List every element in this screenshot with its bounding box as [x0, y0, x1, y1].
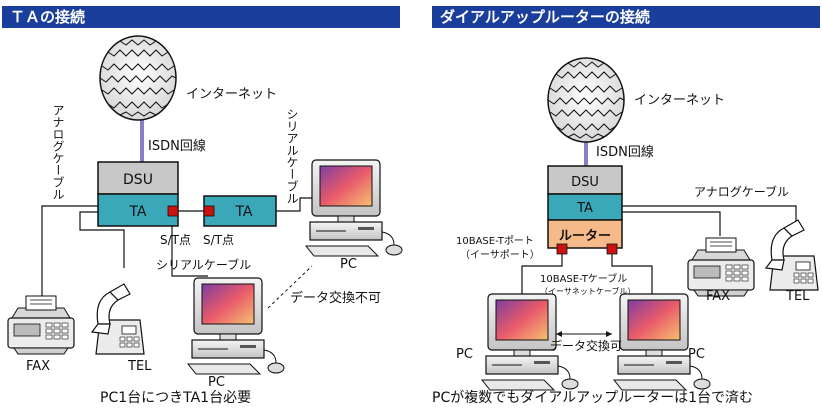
right-panel-title: ダイアルアップルーターの接続: [432, 6, 820, 28]
analog-cable-fax: [41, 205, 98, 298]
right-diagram: インターネット ISDN回線 DSU TA ルーター アナログケーブル 10BA…: [432, 57, 819, 406]
telephone-icon-left: [91, 283, 145, 355]
exchange-ok-label: データ交換可: [550, 338, 622, 353]
pc-bottom-label: PC: [208, 375, 225, 390]
fax-label-right: FAX: [706, 289, 730, 304]
st-port-1: [167, 205, 179, 217]
ta-box-right: [547, 193, 623, 221]
right-caption: PCが複数でもダイアルアップルーターは1台で済む: [432, 389, 753, 406]
st-point-label-2: S/T点: [203, 233, 234, 247]
dsu-box: [97, 161, 179, 195]
internet-label: インターネット: [186, 87, 277, 102]
ta-box-main: [97, 193, 179, 227]
internet-label-right: インターネット: [634, 93, 725, 108]
router-box: [547, 219, 623, 249]
exchange-arrow-left-head: [556, 331, 562, 337]
analog-cable-vertical-label: アナログケーブル: [51, 104, 65, 200]
pc-left-label-right-panel: PC: [456, 347, 473, 362]
router-label: ルーター: [559, 229, 611, 244]
fax-icon-right: [687, 237, 755, 297]
isdn-label-right: ISDN回線: [596, 144, 654, 160]
serial-cable-vertical-label: シリアルケーブル: [285, 108, 299, 204]
fax-label-left: FAX: [26, 359, 50, 374]
dsu-label: DSU: [123, 172, 153, 188]
analog-cable-label-right: アナログケーブル: [694, 184, 789, 199]
port-label-line2: （イーサポート）: [460, 249, 540, 261]
serial-cable-right: [276, 197, 312, 212]
left-panel-title: ＴＡの接続: [2, 6, 400, 28]
pc-right-icon-right-panel: [613, 293, 711, 391]
tel-label-left: TEL: [127, 359, 152, 374]
cable-label-line1: 10BASE-Tケーブル: [540, 272, 627, 285]
ta-label-second: TA: [234, 204, 252, 220]
no-exchange-label: データ交換不可: [290, 290, 381, 306]
pc-right-label: PC: [340, 257, 357, 272]
analog-cable-tel: [79, 211, 125, 268]
lan-cable-2: [611, 250, 653, 296]
lan-cable-1: [521, 250, 563, 296]
dsu-box-right: [547, 165, 623, 195]
left-diagram: インターネット ISDN回線 DSU TA TA S/T点 S/T点 シリアルケ…: [7, 35, 403, 406]
st-port-2: [203, 205, 215, 217]
no-exchange-line: [267, 265, 313, 309]
ethernet-port-2: [606, 243, 618, 255]
serial-cable-h-label: シリアルケーブル: [156, 257, 251, 272]
left-caption: PC1台につきTA1台必要: [100, 390, 251, 406]
ethernet-port-1: [556, 243, 568, 255]
exchange-arrow-right-head: [606, 331, 612, 337]
analog-cable-right-tel: [622, 205, 797, 228]
internet-globe-icon: [99, 35, 177, 121]
dsu-label-right: DSU: [571, 175, 599, 190]
pc-bottom-icon: [187, 277, 285, 375]
pc-right-label-right-panel: PC: [688, 347, 705, 362]
ta-label-right: TA: [576, 201, 593, 216]
ta-label-main: TA: [128, 204, 146, 220]
tel-label-right: TEL: [785, 289, 810, 304]
fax-icon-left: [7, 295, 75, 355]
st-point-label-1: S/T点: [160, 233, 191, 247]
internet-globe-icon-right: [547, 57, 625, 143]
telephone-icon-right: [765, 219, 819, 291]
ta-box-second: [203, 195, 277, 227]
cable-label-line2: （イーサネットケーブル）: [540, 286, 635, 296]
port-label-line1: 10BASE-Tポート: [456, 235, 534, 247]
isdn-label: ISDN回線: [148, 138, 206, 154]
serial-cable-bottom: [171, 217, 208, 277]
pc-right-icon: [305, 159, 403, 257]
analog-cable-right-fax: [622, 211, 721, 236]
